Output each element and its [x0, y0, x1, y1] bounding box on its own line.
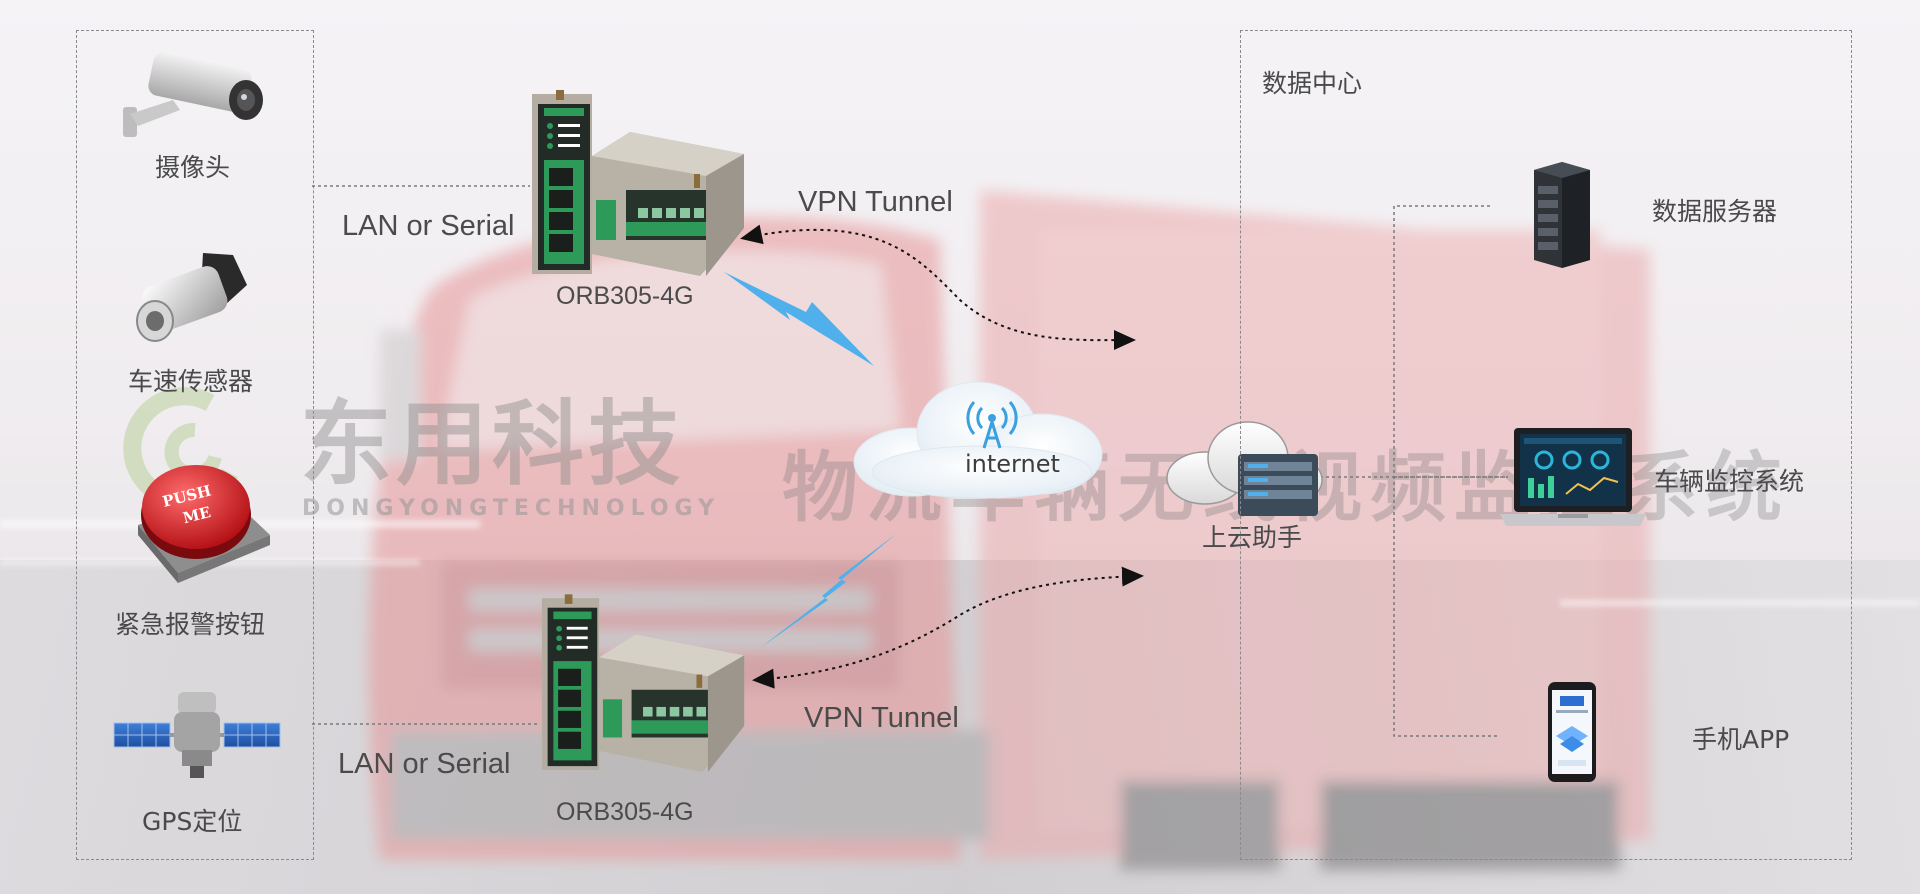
- data-center-title: 数据中心: [1262, 69, 1363, 98]
- device-panel: [76, 30, 314, 860]
- server-icon: [1534, 162, 1590, 268]
- mobile-app-label: 手机APP: [1692, 725, 1790, 754]
- lan-label-bottom: LAN or Serial: [338, 748, 511, 780]
- internet-label: internet: [965, 450, 1060, 478]
- gps-satellite-icon: [113, 692, 281, 778]
- speed-sensor-label: 车速传感器: [128, 367, 254, 396]
- watermark-company-en: DONGYONGTECHNOLOGY: [302, 496, 721, 521]
- speed-sensor-icon: [136, 253, 247, 342]
- mobile-app-icon: [1548, 682, 1596, 782]
- cloud-helper-label: 上云助手: [1202, 523, 1303, 552]
- router-label-bottom: ORB305-4G: [556, 798, 694, 826]
- wireless-signal-bottom: [760, 534, 896, 648]
- data-center-panel: [1240, 30, 1852, 860]
- vpn-tunnel-bottom-arrow: [752, 566, 1144, 689]
- alarm-button-icon: PUSH ME: [138, 465, 270, 583]
- monitor-system-label: 车辆监控系统: [1654, 467, 1805, 496]
- lan-label-top: LAN or Serial: [342, 210, 515, 242]
- server-label: 数据服务器: [1652, 197, 1778, 226]
- monitoring-laptop-icon: [1500, 428, 1646, 526]
- alarm-button-label: 紧急报警按钮: [115, 610, 266, 639]
- internet-cloud-icon: [853, 381, 1103, 499]
- router-bottom-icon: [541, 594, 745, 772]
- camera-icon: [123, 52, 263, 137]
- vpn-tunnel-top-arrow: [740, 224, 1136, 351]
- camera-label: 摄像头: [155, 153, 231, 182]
- router-label-top: ORB305-4G: [556, 282, 694, 310]
- vpn-label-top: VPN Tunnel: [798, 186, 953, 218]
- vpn-label-bottom: VPN Tunnel: [804, 702, 959, 734]
- router-top-icon: [532, 90, 744, 276]
- watermark-company-cn: 东用科技: [300, 391, 685, 498]
- wireless-signal-top: [724, 272, 874, 366]
- datacenter-bracket: [1393, 205, 1498, 737]
- cloud-helper-icon: [1166, 421, 1323, 516]
- gps-label: GPS定位: [142, 807, 243, 836]
